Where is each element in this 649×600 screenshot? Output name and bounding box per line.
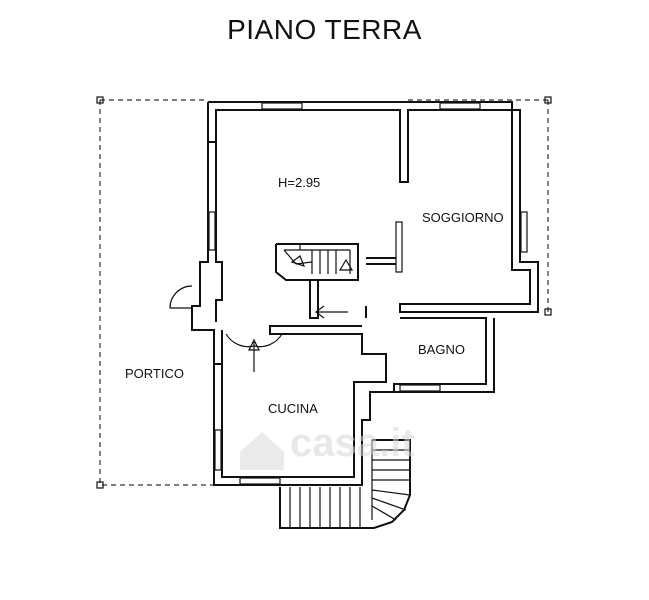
external-staircase [279, 439, 411, 529]
plan-title: PIANO TERRA [227, 14, 422, 45]
room-label-bagno: BAGNO [418, 342, 465, 357]
room-label-portico: PORTICO [125, 366, 184, 381]
direction-arrows [248, 305, 348, 372]
room-label-cucina: CUCINA [268, 401, 318, 416]
room-label-soggiorno: SOGGIORNO [422, 210, 504, 225]
room-height-label: H=2.95 [278, 175, 320, 190]
internal-staircase [275, 243, 359, 281]
watermark: casa.it [240, 421, 415, 470]
exterior-walls [191, 101, 539, 486]
house-logo-icon [240, 432, 284, 470]
windows [208, 102, 528, 485]
watermark-text: casa.it [290, 421, 415, 465]
door-swings [169, 285, 283, 348]
interior-walls [309, 221, 403, 319]
room-labels: H=2.95 SOGGIORNO BAGNO PORTICO CUCINA [125, 175, 504, 416]
portico-outline [96, 96, 552, 489]
